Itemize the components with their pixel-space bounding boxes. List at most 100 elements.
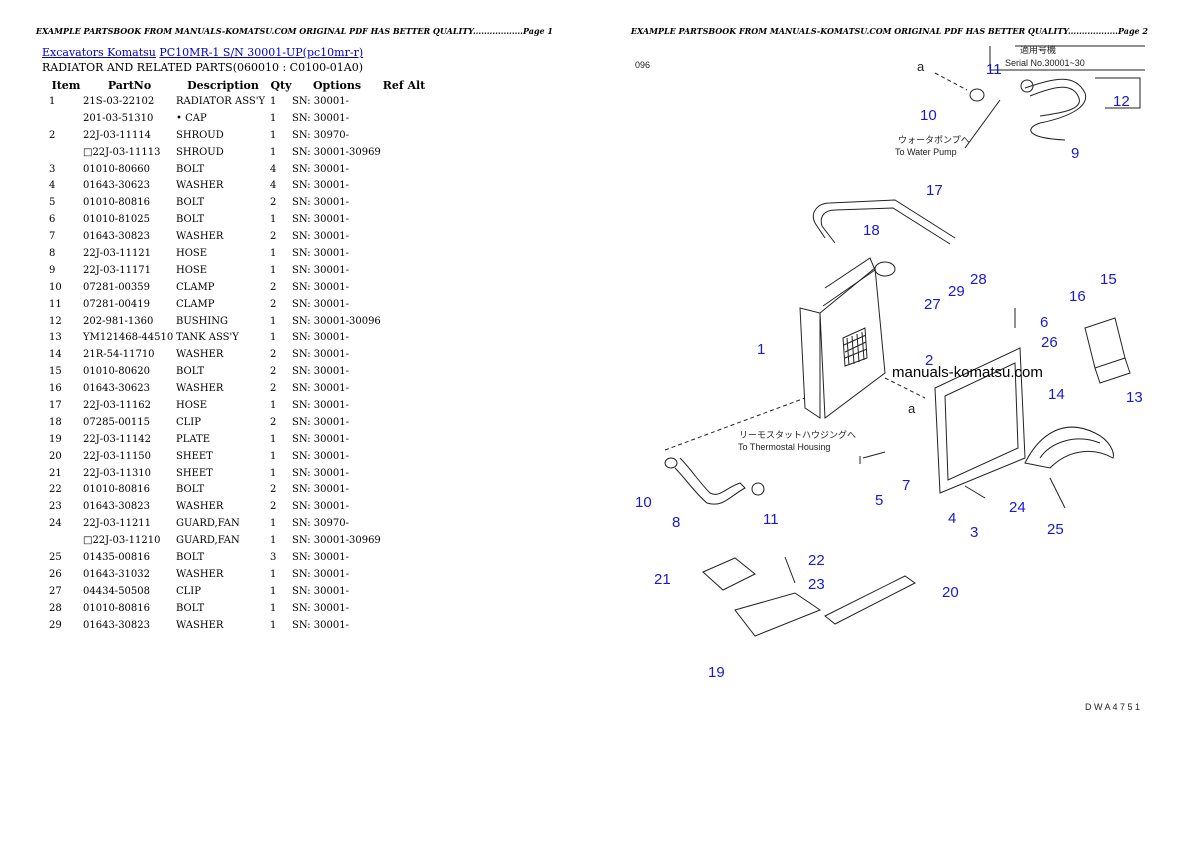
cell-description: GUARD,FAN xyxy=(176,518,240,530)
callout-13: 13 xyxy=(1126,389,1143,406)
cell-item: 13 xyxy=(49,332,62,344)
cell-item: 7 xyxy=(49,231,56,243)
shroud xyxy=(934,347,1026,494)
hose-bracket xyxy=(1095,77,1141,109)
cell-item: 27 xyxy=(49,585,62,597)
cell-description: WASHER xyxy=(176,568,224,580)
cell-description: CLIP xyxy=(176,416,201,428)
callout-18: 18 xyxy=(863,222,880,239)
cell-ref-alt xyxy=(382,481,426,498)
cell-qty: 1 xyxy=(270,585,277,597)
breadcrumb-link-excavators[interactable]: Excavators Komatsu xyxy=(42,46,156,59)
leader-thermostat xyxy=(664,397,806,451)
cell-partno: 22J-03-11171 xyxy=(83,264,152,276)
cell-qty: 1 xyxy=(270,214,277,226)
cell-item: 2 xyxy=(49,129,56,141)
column-header-qty: Qty xyxy=(270,78,292,92)
cell-options: SN: 30970- xyxy=(292,518,349,530)
cell-item xyxy=(42,532,83,549)
cell-description: SHROUD xyxy=(176,146,224,158)
cell-options: SN: 30001- xyxy=(292,298,349,310)
callout-6: 6 xyxy=(1040,314,1048,331)
cell-ref-alt xyxy=(382,211,426,228)
callout-4: 4 xyxy=(948,510,956,527)
hose-upper xyxy=(1024,78,1087,141)
callout-25: 25 xyxy=(1047,521,1064,538)
cell-partno: 22J-03-11162 xyxy=(83,399,152,411)
cell-qty: 1 xyxy=(270,535,277,547)
breadcrumb-link-model[interactable]: PC10MR-1 S/N 30001-UP(pc10mr-r) xyxy=(159,46,364,59)
cell-qty: 1 xyxy=(270,112,277,124)
cell-options: SN: 30001- xyxy=(292,366,349,378)
cell-ref-alt xyxy=(382,515,426,532)
cell-item: 11 xyxy=(49,298,62,310)
cell-description: WASHER xyxy=(176,231,224,243)
bolts xyxy=(784,308,1066,584)
cell-item: 10 xyxy=(49,281,62,293)
cell-options: SN: 30001- xyxy=(292,551,349,563)
callout-23: 23 xyxy=(808,576,825,593)
cell-ref-alt xyxy=(382,363,426,380)
sheet-21 xyxy=(702,557,756,591)
cell-item: 9 xyxy=(49,264,56,276)
cell-description: PLATE xyxy=(176,433,211,445)
cell-qty: 2 xyxy=(270,501,277,513)
cell-item xyxy=(42,144,83,161)
callout-2: 2 xyxy=(925,352,933,369)
cell-item: 28 xyxy=(49,602,62,614)
cell-description: HOSE xyxy=(176,247,208,259)
cell-item: 14 xyxy=(49,349,62,361)
cell-qty: 2 xyxy=(270,416,277,428)
callout-10-lower: 10 xyxy=(635,494,652,511)
cell-qty: 2 xyxy=(270,349,277,361)
cell-description: RADIATOR ASS'Y xyxy=(176,95,266,107)
hose-17 xyxy=(812,199,956,239)
serial-box xyxy=(989,45,1145,71)
cell-partno: 22J-03-11121 xyxy=(83,247,152,259)
cell-partno: 01643-30623 xyxy=(83,383,151,395)
water-pump-label: To Water Pump xyxy=(895,147,957,157)
cell-description: WASHER xyxy=(176,619,224,631)
watermark: manuals-komatsu.com xyxy=(892,364,1043,381)
cell-description: CLAMP xyxy=(176,281,215,293)
parts-table: Item PartNo Description Qty Options Ref … xyxy=(42,77,426,634)
cell-ref-alt xyxy=(382,617,426,634)
callout-3: 3 xyxy=(970,524,978,541)
callout-1: 1 xyxy=(757,341,765,358)
fan-guard-rib xyxy=(1039,438,1101,459)
cell-ref-alt xyxy=(382,296,426,313)
cell-partno: 01643-30823 xyxy=(83,619,151,631)
cell-qty: 1 xyxy=(270,568,277,580)
cell-description: WASHER xyxy=(176,501,224,513)
cell-ref-alt xyxy=(382,228,426,245)
callout-15: 15 xyxy=(1100,271,1117,288)
cell-item: 4 xyxy=(49,180,56,192)
leader-water-pump xyxy=(964,99,1001,149)
cell-partno: 07281-00419 xyxy=(83,298,151,310)
cell-item: 19 xyxy=(49,433,62,445)
cell-item: 23 xyxy=(49,501,62,513)
callout-5: 5 xyxy=(875,492,883,509)
fan-guard xyxy=(1024,426,1114,469)
callout-12: 12 xyxy=(1113,93,1130,110)
callout-19: 19 xyxy=(708,664,725,681)
cell-partno: □22J-03-11210 xyxy=(83,535,161,547)
leader-a-upper xyxy=(934,72,968,91)
cell-options: SN: 30001- xyxy=(292,433,349,445)
sheet-20 xyxy=(824,575,916,625)
cell-qty: 4 xyxy=(270,180,277,192)
cell-qty: 1 xyxy=(270,264,277,276)
cell-item: 18 xyxy=(49,416,62,428)
cell-partno: YM121468-44510 xyxy=(83,332,174,344)
